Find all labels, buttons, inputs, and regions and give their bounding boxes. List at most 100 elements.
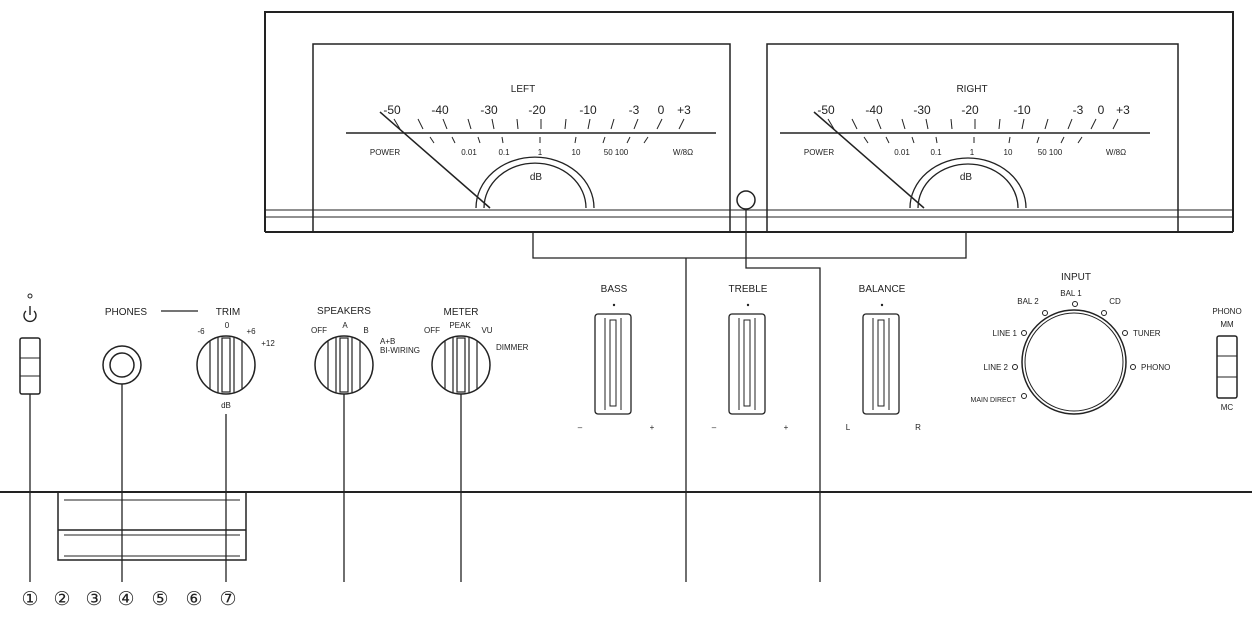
db-label: -3 — [629, 103, 640, 117]
input-source: CD — [1109, 297, 1121, 306]
front-tray — [57, 492, 247, 561]
trim-pos-label: +12 — [261, 339, 275, 348]
meter-pos-label: VU — [481, 326, 492, 335]
input-selector-knob[interactable]: INPUT LINE 2 LINE 1 BAL 2 BAL 1 CD TUNER… — [971, 272, 1171, 415]
callout-3: ③ — [85, 589, 102, 610]
phones-jack[interactable]: PHONES — [102, 307, 198, 582]
db-label: -10 — [1013, 103, 1031, 117]
speakers-pos-label: OFF — [311, 326, 327, 335]
power-label: 1 — [970, 148, 975, 157]
db-label: -50 — [383, 103, 401, 117]
phono-label: PHONO — [1212, 307, 1241, 316]
meter-pos-label: OFF — [424, 326, 440, 335]
db-label: -20 — [528, 103, 546, 117]
meter-ticks-left — [393, 118, 685, 144]
input-source: MAIN DIRECT — [971, 397, 1017, 404]
power-scale-labels-left: POWER 0.01 0.1 1 10 50 100 W/8Ω — [370, 148, 693, 157]
phono-mc-label: MC — [1221, 403, 1234, 412]
bass-control[interactable]: BASS – + — [578, 284, 655, 432]
db-label: -30 — [913, 103, 931, 117]
db-label: -3 — [1073, 103, 1084, 117]
db-label: 0 — [1098, 103, 1105, 117]
left-meter: LEFT -50 -40 -30 -20 -10 -3 0 +3 — [312, 43, 731, 233]
meter-lamp-indicator — [736, 190, 756, 210]
meter-unit-left: dB — [530, 172, 543, 183]
db-label: -40 — [865, 103, 883, 117]
db-label: -10 — [579, 103, 597, 117]
speakers-pos-label: BI-WIRING — [380, 346, 420, 355]
trim-label: TRIM — [216, 307, 240, 318]
callout-numbers: ① ② ③ ④ ⑤ ⑥ ⑦ — [21, 589, 236, 610]
power-switch[interactable] — [19, 293, 41, 582]
power-label: 10 — [1004, 148, 1013, 157]
callout-1: ① — [21, 589, 38, 610]
power-label: 50 100 — [604, 148, 629, 157]
meter-unit-right: dB — [960, 172, 973, 183]
meter-ticks-right — [827, 118, 1119, 144]
power-label: 50 100 — [1038, 148, 1063, 157]
trim-knob[interactable]: TRIM -6 0 +6 +12 dB — [196, 307, 275, 582]
balance-label: BALANCE — [859, 284, 906, 295]
power-label: 0.1 — [498, 148, 510, 157]
balance-min: L — [846, 423, 851, 432]
power-label: POWER — [370, 148, 400, 157]
right-meter: RIGHT -50 -40 -30 -20 -10 -3 0 +3 — [766, 43, 1179, 233]
power-label: W/8Ω — [673, 148, 693, 157]
speakers-pos-label: A — [342, 321, 348, 330]
callout-6: ⑥ — [185, 589, 202, 610]
db-label: -40 — [431, 103, 449, 117]
db-label: 0 — [658, 103, 665, 117]
meter-title-left: LEFT — [511, 84, 535, 95]
meter-pivot-left — [483, 162, 587, 209]
phones-label: PHONES — [105, 307, 148, 318]
meter-pos-label: PEAK — [449, 321, 471, 330]
trim-pos-label: 0 — [225, 321, 230, 330]
meter-pos-label: DIMMER — [496, 343, 529, 352]
db-label: -20 — [961, 103, 979, 117]
bass-max: + — [650, 423, 655, 432]
input-source: BAL 1 — [1060, 289, 1082, 298]
treble-label: TREBLE — [729, 284, 768, 295]
phono-mm-mc-switch[interactable]: PHONO MM MC — [1212, 307, 1241, 412]
db-scale-labels-left: -50 -40 -30 -20 -10 -3 0 +3 — [383, 103, 691, 117]
db-scale-labels-right: -50 -40 -30 -20 -10 -3 0 +3 — [817, 103, 1130, 117]
power-scale-labels-right: POWER 0.01 0.1 1 10 50 100 W/8Ω — [804, 148, 1126, 157]
input-source: PHONO — [1141, 363, 1170, 372]
phono-mm-label: MM — [1220, 320, 1234, 329]
balance-control[interactable]: BALANCE L R — [846, 284, 921, 432]
meter-needle-left — [379, 111, 491, 209]
power-label: 0.1 — [930, 148, 942, 157]
trim-unit: dB — [221, 401, 231, 410]
meter-label: METER — [444, 307, 479, 318]
trim-pos-label: -6 — [197, 327, 205, 336]
meter-pivot-right — [917, 163, 1019, 209]
leader-lines-meters — [532, 209, 967, 582]
input-label: INPUT — [1061, 272, 1091, 283]
power-label: 0.01 — [894, 148, 910, 157]
meter-selector-knob[interactable]: METER OFF PEAK VU DIMMER — [424, 307, 529, 582]
input-source: LINE 1 — [993, 329, 1018, 338]
treble-max: + — [784, 423, 789, 432]
speakers-pos-label: B — [363, 326, 368, 335]
speakers-label: SPEAKERS — [317, 306, 371, 317]
balance-max: R — [915, 423, 921, 432]
meter-needle-right — [813, 111, 925, 209]
bass-min: – — [578, 423, 583, 432]
db-label: +3 — [1116, 103, 1130, 117]
db-label: +3 — [677, 103, 691, 117]
treble-control[interactable]: TREBLE – + — [712, 284, 789, 432]
power-label: POWER — [804, 148, 834, 157]
callout-4: ④ — [117, 589, 134, 610]
db-label: -30 — [480, 103, 498, 117]
bass-label: BASS — [601, 284, 628, 295]
speakers-pos-label: A+B — [380, 337, 395, 346]
speakers-selector-knob[interactable]: SPEAKERS OFF A B A+B BI-WIRING — [311, 306, 420, 582]
callout-7: ⑦ — [219, 589, 236, 610]
meter-title-right: RIGHT — [956, 84, 987, 95]
input-source: TUNER — [1133, 329, 1161, 338]
power-icon — [23, 306, 37, 323]
power-label: 10 — [572, 148, 581, 157]
callout-5: ⑤ — [151, 589, 168, 610]
